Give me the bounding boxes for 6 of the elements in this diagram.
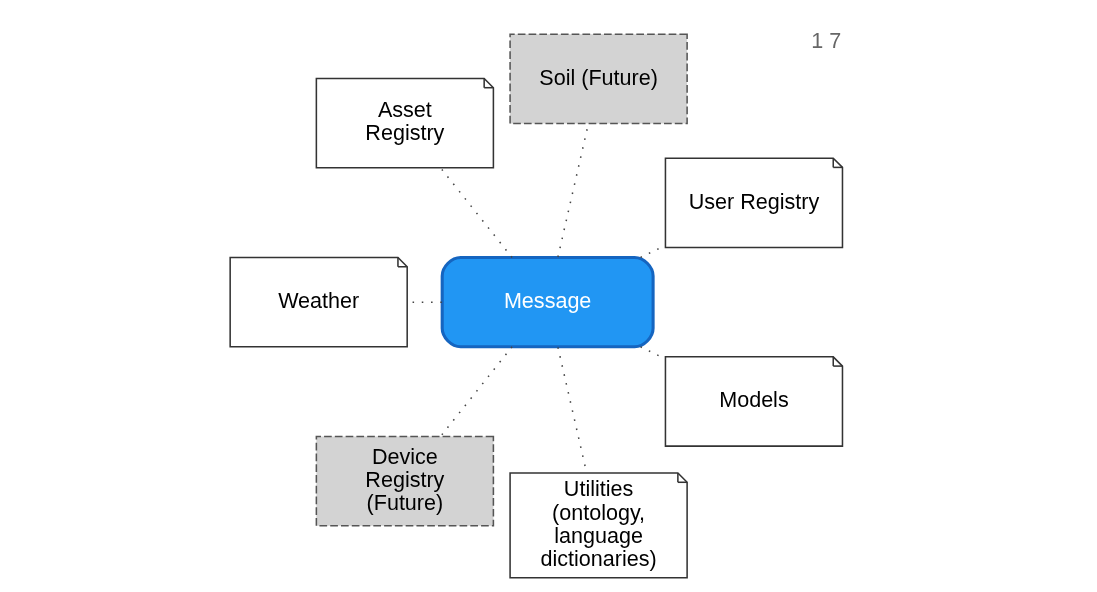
connector <box>439 346 513 438</box>
connector <box>439 167 513 259</box>
node-box: Message <box>440 255 655 349</box>
node-box: Soil (Future) <box>508 33 688 125</box>
label: 1 7 <box>810 27 841 53</box>
node-box: Device Registry (Future) <box>315 435 494 527</box>
